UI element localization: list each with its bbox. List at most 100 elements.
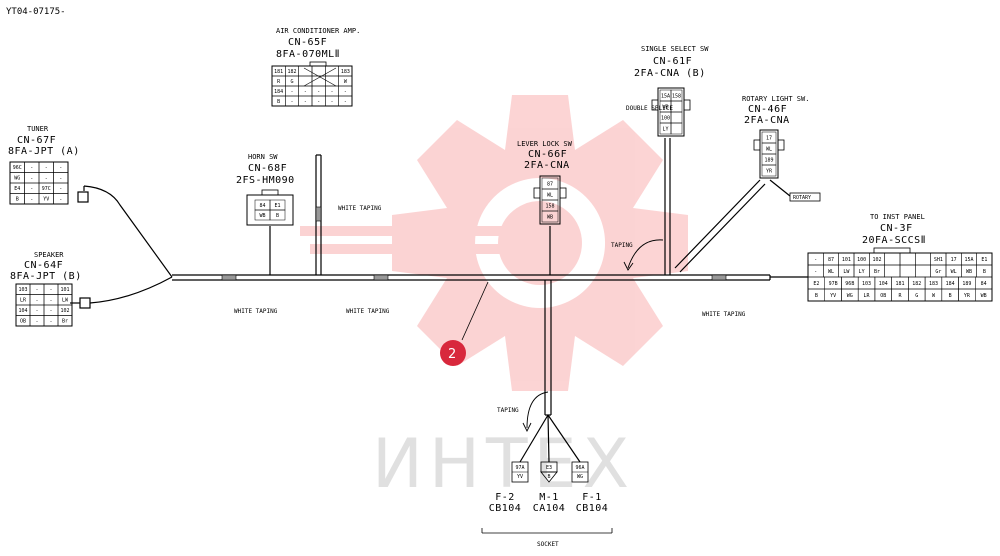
pin-label: 101 (60, 287, 69, 293)
pin-cell (899, 264, 916, 278)
pin-cell (915, 252, 931, 266)
pin-label: - (59, 186, 62, 192)
pin-label: E1 (981, 257, 987, 263)
ll-part: 2FA-CNA (524, 160, 570, 171)
pin-label: 158 (545, 203, 554, 209)
socket-pin: 96A (575, 465, 584, 471)
ac-title: AIR CONDITIONER AMP. (276, 27, 360, 35)
pin-cell (269, 209, 286, 221)
pin-label: WB (662, 104, 668, 110)
watermark-text: ИНТЕХ (372, 425, 635, 504)
pin-label: 84 (981, 281, 987, 287)
pin-label: E1 (274, 203, 280, 209)
white-taping-note-3: WHITE TAPING (702, 311, 746, 318)
ll-title: LEVER LOCK SW (517, 140, 573, 148)
socket-part: CB104 (489, 503, 522, 514)
pin-label: 97C (42, 186, 51, 192)
pin-label: WB (547, 214, 553, 220)
callout-2[interactable]: 2 (440, 281, 489, 366)
socket-wire: YV (517, 474, 523, 480)
pin-label: - (344, 99, 347, 105)
pin-cell (975, 288, 993, 302)
document-id: YT04-07175- (6, 7, 66, 17)
ip-part: 20FA-SCCSⅡ (862, 235, 926, 246)
rl-part: 2FA-CNA (744, 115, 790, 126)
pin-label: - (49, 298, 52, 304)
pin-cell (899, 252, 916, 266)
rl-title: ROTARY LIGHT SW. (742, 95, 809, 103)
watermark-gear-logo (300, 95, 688, 391)
pin-label: 189 (962, 281, 971, 287)
pin-label: 104 (18, 308, 27, 314)
pin-label: - (30, 176, 33, 182)
pin-label: WG (847, 293, 853, 299)
pin-label: - (45, 165, 48, 171)
pin-label: B (983, 269, 986, 275)
socket-code: M-1 (539, 492, 559, 503)
pin-label: Gr (935, 269, 941, 275)
taping-arrows (522, 239, 664, 433)
pin-label: YV (43, 197, 49, 203)
pin-label: - (814, 257, 817, 263)
tuner-part: 8FA-JPT (A) (8, 146, 80, 157)
tuner-title: TUNER (27, 125, 49, 133)
socket-part: CA104 (533, 503, 566, 514)
pin-label: - (59, 176, 62, 182)
pin-label: 87 (547, 181, 553, 187)
pin-label: WL (766, 146, 772, 152)
pin-label: - (304, 89, 307, 95)
pin-label: 181 (274, 69, 283, 75)
white-taping-note-2: WHITE TAPING (346, 308, 390, 315)
pin-label: G (290, 79, 293, 85)
taping-note-bottom: TAPING (497, 407, 519, 414)
rl-code: CN-46F (748, 104, 787, 115)
socket-part: CB104 (576, 503, 609, 514)
socket-code: F-1 (582, 492, 602, 503)
pin-label: - (290, 99, 293, 105)
white-taping-note-ac: WHITE TAPING (338, 205, 382, 212)
pin-label: WL (547, 192, 553, 198)
pin-label: 102 (872, 257, 881, 263)
pin-label: 104 (879, 281, 888, 287)
pin-cell (298, 75, 313, 87)
pin-label: SH1 (934, 257, 943, 263)
pin-label: E2 (813, 281, 819, 287)
callout-label: 2 (448, 347, 456, 362)
rotary-tag: ROTARY (793, 195, 811, 201)
pin-cell (298, 65, 313, 77)
pin-label: - (304, 99, 307, 105)
pin-label: 17 (766, 135, 772, 141)
connector-tuner: TUNER CN-67F 8FA-JPT (A) 96C---WG---E4-9… (8, 125, 80, 205)
pin-cell (915, 264, 931, 278)
horn-code: CN-68F (248, 163, 287, 174)
pin-label: B (277, 99, 280, 105)
double-splice-label: DOUBLE SPLICE (626, 105, 673, 112)
pin-label: WL (951, 269, 957, 275)
ss-code: CN-61F (653, 56, 692, 67)
pin-cell (57, 315, 73, 327)
pin-label: LW (62, 298, 69, 304)
pin-label: R (898, 293, 902, 299)
pin-label: - (814, 269, 817, 275)
pin-label: 189 (764, 157, 773, 163)
socket-label: SOCKET (537, 541, 559, 548)
pin-cell (311, 65, 326, 77)
pin-label: LY (662, 126, 668, 132)
pin-label: YR (964, 293, 971, 299)
pin-label: WB (981, 293, 987, 299)
pin-label: WB (966, 269, 972, 275)
pin-label: - (49, 308, 52, 314)
tuner-code: CN-67F (17, 135, 56, 146)
pin-cell (670, 111, 683, 124)
speaker-part: 8FA-JPT (B) (10, 271, 82, 282)
pin-label: W (344, 79, 348, 85)
pin-label: WL (828, 269, 834, 275)
